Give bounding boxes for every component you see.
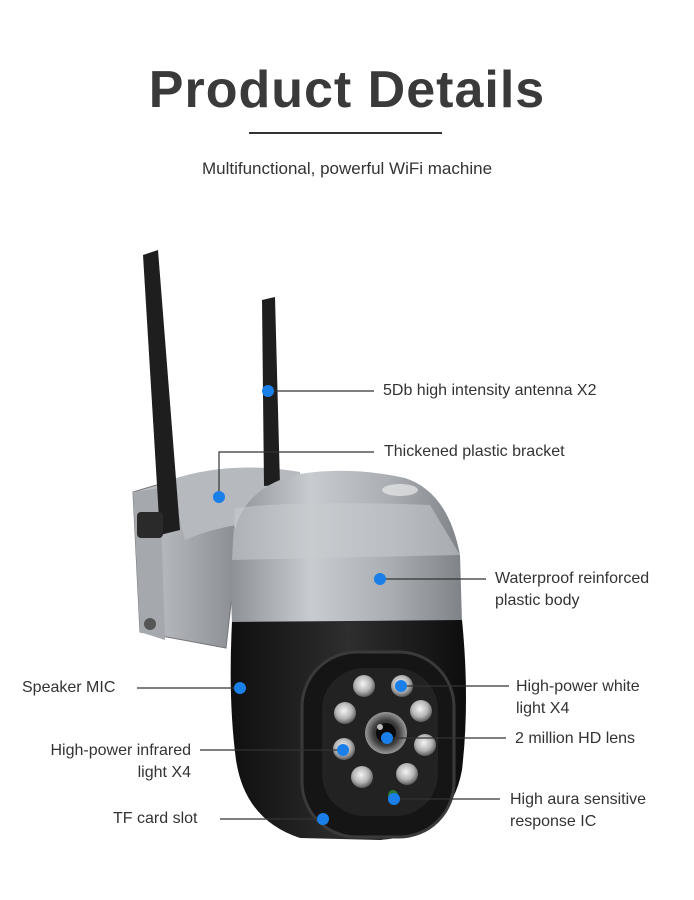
- callout-bracket: Thickened plastic bracket: [384, 443, 565, 460]
- page-subtitle: Multifunctional, powerful WiFi machine: [201, 159, 493, 178]
- callout-sensor-line2: response IC: [510, 813, 597, 830]
- title-underline: [249, 132, 442, 134]
- callout-tf-slot: TF card slot: [113, 810, 198, 827]
- callout-infrared-line1: High-power infrared: [50, 742, 191, 759]
- callout-white-light-line1: High-power white: [516, 678, 640, 695]
- callout-infrared-line2: light X4: [137, 764, 191, 781]
- callout-lens: 2 million HD lens: [515, 730, 636, 747]
- callout-antenna: 5Db high intensity antenna X2: [383, 382, 597, 399]
- camera-head: [230, 620, 466, 840]
- callout-body-line2: plastic body: [495, 592, 580, 609]
- callout-speaker: Speaker MIC: [22, 679, 116, 696]
- callout-sensor-line1: High aura sensitive: [510, 791, 647, 808]
- callout-lines: [137, 390, 509, 820]
- page-title: Product Details: [148, 61, 546, 119]
- callout-white-light-line2: light X4: [516, 700, 570, 717]
- camera-dome: [230, 470, 462, 625]
- callout-body-line1: Waterproof reinforced: [495, 570, 650, 587]
- callout-markers: [213, 385, 407, 825]
- antenna-left: [137, 250, 180, 538]
- led-array: [333, 675, 436, 788]
